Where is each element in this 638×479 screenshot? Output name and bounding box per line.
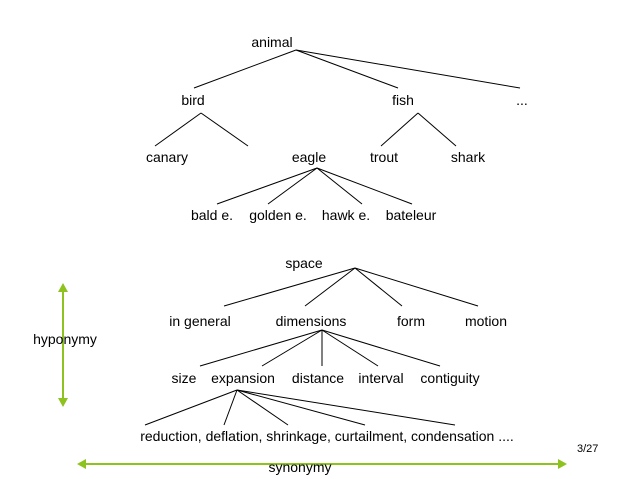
hyponymy-axis: hyponymy [33,283,97,407]
edge-eagle-hawk [316,167,363,205]
synonymy-arrow-right-head [558,459,567,469]
edge-expansion-deflation [223,389,238,426]
node-bird: bird [181,92,204,108]
edge-space-motion [354,267,479,307]
edge-eagle-golden [267,167,318,205]
edge-fish-shark [417,112,457,147]
edge-animal-fish [295,49,399,89]
hyponymy-label: hyponymy [33,331,97,347]
edge-animal-bird [193,49,297,89]
node-interval: interval [358,370,403,386]
node-hawk-eagle: hawk e. [322,207,370,223]
node-bateleur: bateleur [386,207,437,223]
synonymy-label: synonymy [268,459,331,475]
page-number: 3/27 [577,443,598,455]
hyponymy-arrow-up-head [58,283,68,292]
synonymy-arrow-left-head [77,459,86,469]
node-size: size [172,370,197,386]
node-trout: trout [370,149,398,165]
edge-space-dimensions [304,267,356,307]
edge-eagle-bald [216,167,318,205]
node-dimensions: dimensions [276,313,347,329]
node-canary: canary [146,149,188,165]
node-contiguity: contiguity [420,370,479,386]
edge-expansion-condensation [236,389,456,426]
edge-space-general [223,267,356,307]
edge-dimensions-contiguity [321,329,441,367]
node-animal: animal [251,34,292,50]
synonymy-axis: synonymy [77,459,567,475]
edge-animal-more [295,49,521,89]
node-shark: shark [451,149,486,165]
animal-tree: animal bird fish ... canary eagle trout … [146,34,528,223]
node-fish: fish [392,92,414,108]
node-expansion: expansion [211,370,275,386]
hyponymy-arrow-down-head [58,398,68,407]
edge-eagle-bateleur [316,167,413,205]
edge-expansion-curtailment [236,389,366,426]
node-synonym-list: reduction, deflation, shrinkage, curtail… [140,428,514,444]
node-in-general: in general [169,313,231,329]
node-distance: distance [292,370,344,386]
edge-fish-trout [380,112,419,147]
node-eagle: eagle [292,149,326,165]
edge-bird-eagle [200,112,249,147]
node-form: form [397,313,425,329]
space-tree: space in general dimensions form motion … [140,255,514,444]
edge-dimensions-interval [321,329,379,367]
node-golden-eagle: golden e. [249,207,307,223]
edge-space-form [354,267,403,307]
edge-expansion-reduction [144,389,238,426]
node-bald-eagle: bald e. [191,207,233,223]
node-space: space [285,255,323,271]
node-more: ... [516,92,528,108]
edge-dimensions-size [199,329,323,367]
edge-expansion-shrinkage [236,389,289,426]
edge-dimensions-expansion [261,329,323,367]
node-motion: motion [465,313,507,329]
edge-bird-canary [154,112,202,147]
